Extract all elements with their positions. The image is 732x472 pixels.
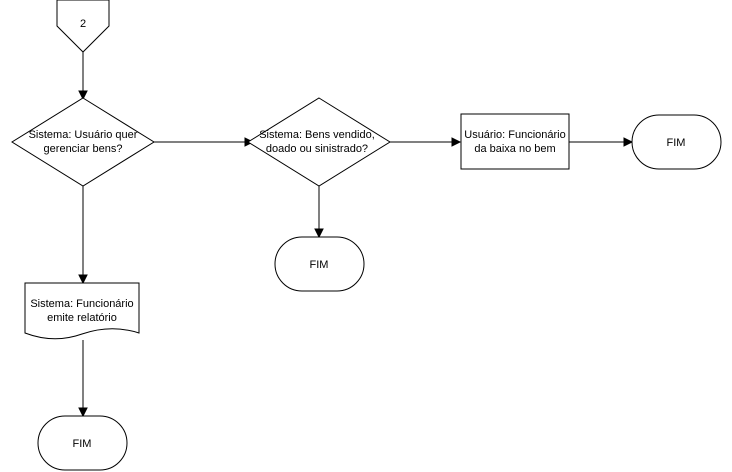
document-report-line1: Sistema: Funcionário (30, 298, 133, 310)
edges (78, 52, 634, 418)
document-report-line2: emite relatório (47, 312, 117, 324)
document-report: Sistema: Funcionário emite relatório (24, 282, 140, 340)
decision-manage-line2: gerenciar bens? (44, 143, 123, 155)
edge-decision-status-to-process-user (390, 137, 462, 147)
terminal-end-right: FIM (631, 114, 722, 170)
edge-document-report-to-terminal-bottom (78, 340, 88, 418)
process-user-line1: Usuário: Funcionário (464, 129, 566, 141)
decision-status-line2: doado ou sinistrado? (266, 143, 368, 155)
edge-decision-status-to-terminal-middle (314, 186, 324, 239)
edge-connector-to-decision-manage (78, 52, 88, 101)
terminal-end-middle: FIM (274, 236, 365, 292)
terminal-right-label: FIM (667, 137, 686, 149)
terminal-middle-label: FIM (310, 259, 329, 271)
edge-decision-manage-to-document-report (78, 186, 88, 285)
process-user-writeoff: Usuário: Funcionário da baixa no bem (460, 113, 570, 170)
edge-decision-manage-to-decision-status (154, 137, 255, 147)
decision-manage-line1: Sistema: Usuário quer (29, 129, 138, 141)
decision-status-line1: Sistema: Bens vendido, (259, 129, 375, 141)
process-user-line2: da baixa no bem (474, 143, 555, 155)
decision-manage-assets: Sistema: Usuário quer gerenciar bens? (11, 97, 155, 187)
edge-process-user-to-terminal-right (569, 137, 634, 147)
offpage-connector: 2 (56, 0, 110, 53)
terminal-end-bottom: FIM (37, 415, 128, 471)
terminal-bottom-label: FIM (73, 438, 92, 450)
decision-asset-status: Sistema: Bens vendido, doado ou sinistra… (247, 97, 391, 187)
connector-label: 2 (80, 18, 86, 30)
